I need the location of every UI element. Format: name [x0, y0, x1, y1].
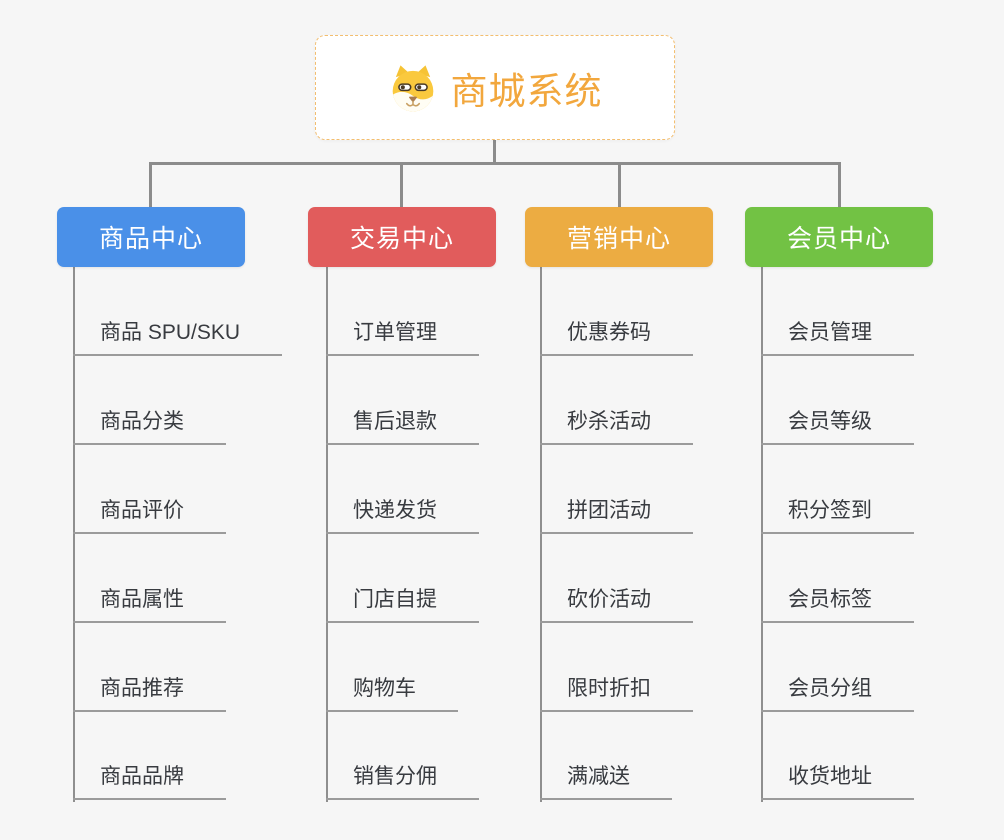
child-node[interactable]: 快递发货 [326, 496, 479, 534]
branch-trade-center[interactable]: 交易中心 [308, 207, 496, 267]
child-node[interactable]: 优惠券码 [540, 318, 693, 356]
child-node[interactable]: 会员等级 [761, 407, 914, 445]
children-trunk-line [73, 267, 75, 802]
child-node[interactable]: 限时折扣 [540, 674, 693, 712]
child-node[interactable]: 会员管理 [761, 318, 914, 356]
child-node[interactable]: 收货地址 [761, 762, 914, 800]
child-node[interactable]: 购物车 [326, 674, 458, 712]
branch-label: 营销中心 [566, 225, 671, 253]
child-node[interactable]: 砍价活动 [540, 585, 693, 623]
child-node[interactable]: 售后退款 [326, 407, 479, 445]
root-title: 商城系统 [450, 70, 603, 112]
child-node[interactable]: 满减送 [540, 762, 672, 800]
branch-rail-line [149, 162, 841, 165]
branch-stub-line [149, 162, 152, 208]
child-node[interactable]: 门店自提 [326, 585, 479, 623]
branch-label: 交易中心 [349, 225, 454, 253]
branch-stub-line [400, 162, 403, 208]
children-trunk-line [326, 267, 328, 802]
child-node[interactable]: 商品分类 [73, 407, 226, 445]
child-node[interactable]: 商品属性 [73, 585, 226, 623]
root-node-mall-system[interactable]: 商城系统 [315, 35, 675, 140]
branch-stub-line [838, 162, 841, 208]
child-node[interactable]: 商品推荐 [73, 674, 226, 712]
branch-label: 商品中心 [98, 225, 203, 253]
children-trunk-line [540, 267, 542, 802]
child-node[interactable]: 拼团活动 [540, 496, 693, 534]
branch-label: 会员中心 [786, 225, 891, 253]
child-node[interactable]: 商品品牌 [73, 762, 226, 800]
branch-member-center[interactable]: 会员中心 [745, 207, 933, 267]
child-node[interactable]: 会员标签 [761, 585, 914, 623]
child-node[interactable]: 商品 SPU/SKU [73, 318, 283, 356]
child-node[interactable]: 销售分佣 [326, 762, 479, 800]
root-connector-line [493, 140, 496, 164]
child-node[interactable]: 商品评价 [73, 496, 226, 534]
dog-face-icon [392, 64, 433, 111]
child-node[interactable]: 会员分组 [761, 674, 914, 712]
child-node[interactable]: 订单管理 [326, 318, 479, 356]
branch-product-center[interactable]: 商品中心 [57, 207, 245, 267]
children-trunk-line [761, 267, 763, 802]
branch-marketing-center[interactable]: 营销中心 [525, 207, 713, 267]
child-node[interactable]: 秒杀活动 [540, 407, 693, 445]
branch-stub-line [618, 162, 621, 208]
child-node[interactable]: 积分签到 [761, 496, 914, 534]
